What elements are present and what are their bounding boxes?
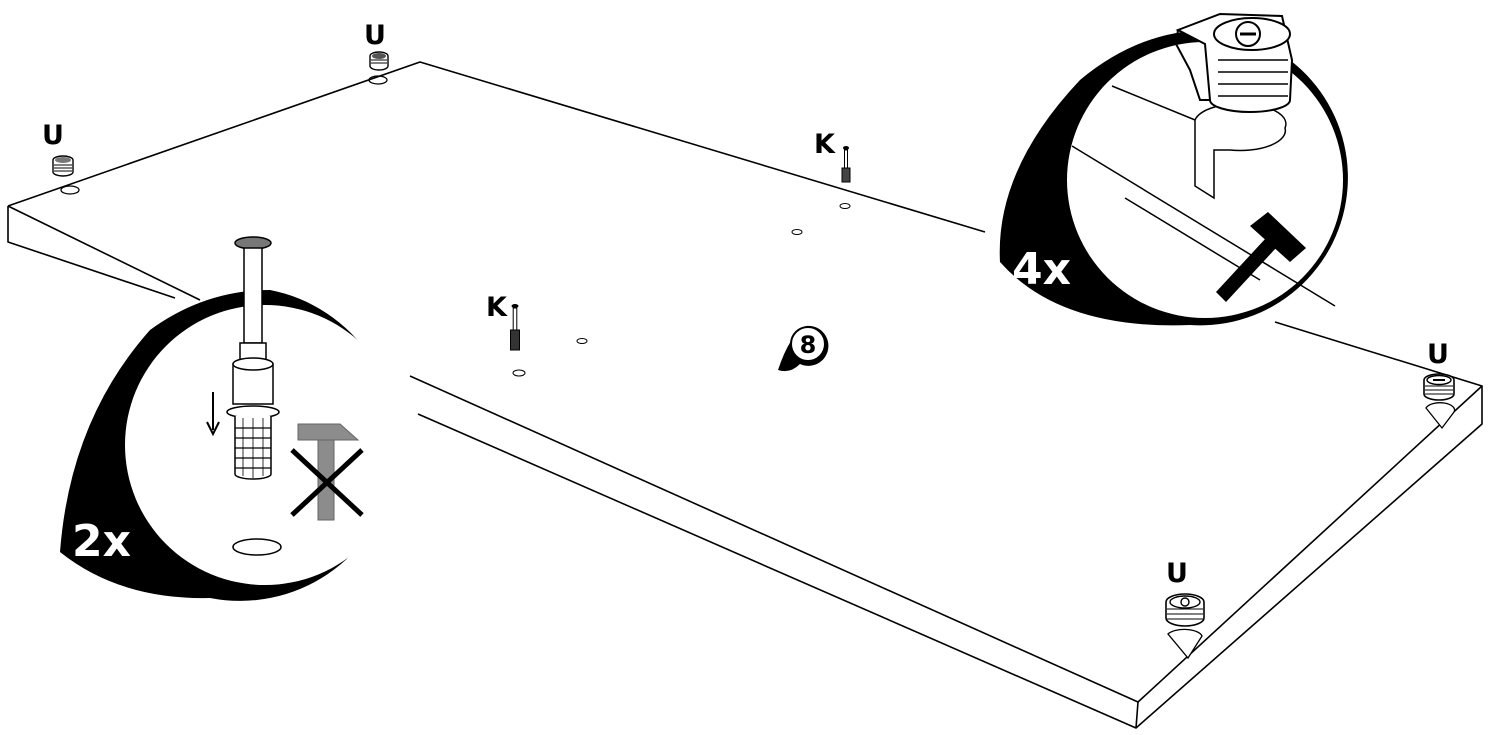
label-u-top: U: [364, 20, 386, 51]
callout-count-right: 4x: [1012, 244, 1071, 295]
step-number: 8: [800, 331, 817, 359]
label-k-top: K: [814, 129, 836, 160]
callout-count-left: 2x: [72, 516, 131, 567]
label-k-mid: K: [486, 292, 508, 323]
cam-lock-right: [1424, 374, 1455, 428]
label-u-bottom: U: [1166, 558, 1188, 589]
step-marker: 8: [778, 326, 828, 371]
label-u-left: U: [42, 120, 64, 151]
label-u-right: U: [1427, 339, 1449, 370]
callout-right: 4x: [1000, 14, 1348, 325]
board-holes: [577, 230, 802, 344]
cam-bolt-top: [840, 146, 850, 209]
cam-lock-bottom: [1166, 594, 1204, 658]
cam-bolt-mid: [511, 304, 526, 376]
callout-left: 2x: [60, 237, 405, 601]
